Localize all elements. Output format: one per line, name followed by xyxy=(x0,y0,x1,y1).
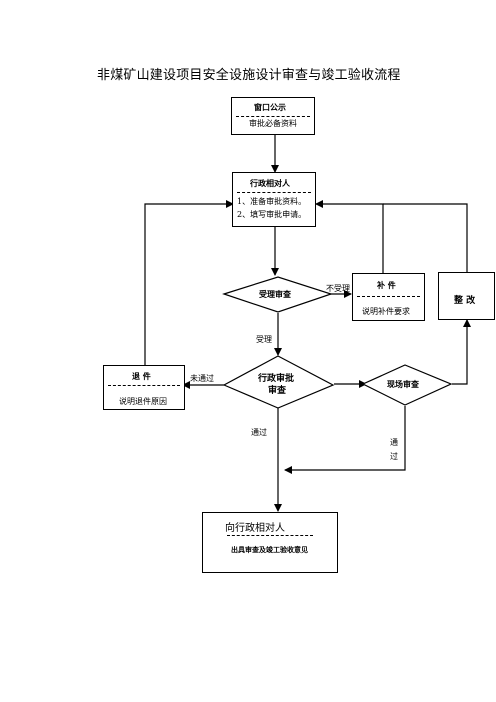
edge-label-passed-left: 通过 xyxy=(251,428,267,437)
rectify-label: 整 改 xyxy=(454,296,476,306)
edge-label-passed-right-1: 通 xyxy=(390,438,398,447)
admin-review-label-1: 行政审批 xyxy=(258,374,295,384)
edge-label-passed-right-2: 过 xyxy=(390,452,398,461)
site-review-diamond xyxy=(361,364,453,406)
applicant-step-1: 1、准备审批资料。 xyxy=(237,197,307,206)
admin-review-label-2: 审查 xyxy=(268,386,287,396)
result-subtitle: 出具审查及竣工验收意见 xyxy=(231,546,308,554)
window-notice-box: 窗口公示 审批必备资料 xyxy=(231,97,315,135)
site-review-label: 现场审查 xyxy=(387,380,419,389)
window-notice-title: 窗口公示 xyxy=(254,103,286,112)
applicant-title: 行政相对人 xyxy=(250,179,290,188)
result-title: 向行政相对人 xyxy=(225,523,285,534)
return-box: 退 件 说明退件原因 xyxy=(103,365,185,410)
page-title: 非煤矿山建设项目安全设施设计审查与竣工验收流程 xyxy=(97,68,401,83)
window-notice-subtitle: 审批必备资料 xyxy=(249,119,297,128)
supplement-box: 补 件 说明补件要求 xyxy=(352,273,425,321)
edge-label-accepted: 受理 xyxy=(256,335,272,344)
result-box: 向行政相对人 出具审查及竣工验收意见 xyxy=(202,512,338,573)
admin-review-diamond xyxy=(222,355,335,409)
edge-label-not-passed: 未通过 xyxy=(190,374,214,383)
accept-review-label: 受理审查 xyxy=(259,290,291,299)
applicant-box: 行政相对人 1、准备审批资料。 2、填写审批申请。 xyxy=(232,172,316,227)
accept-review-diamond xyxy=(222,276,333,313)
supplement-title: 补 件 xyxy=(377,281,396,290)
rectify-box: 整 改 xyxy=(438,272,495,320)
edge-label-not-accepted: 不受理 xyxy=(326,284,350,293)
return-title: 退 件 xyxy=(132,372,151,381)
applicant-step-2: 2、填写审批申请。 xyxy=(237,210,307,219)
return-subtitle: 说明退件原因 xyxy=(119,397,167,406)
supplement-subtitle: 说明补件要求 xyxy=(362,307,410,316)
